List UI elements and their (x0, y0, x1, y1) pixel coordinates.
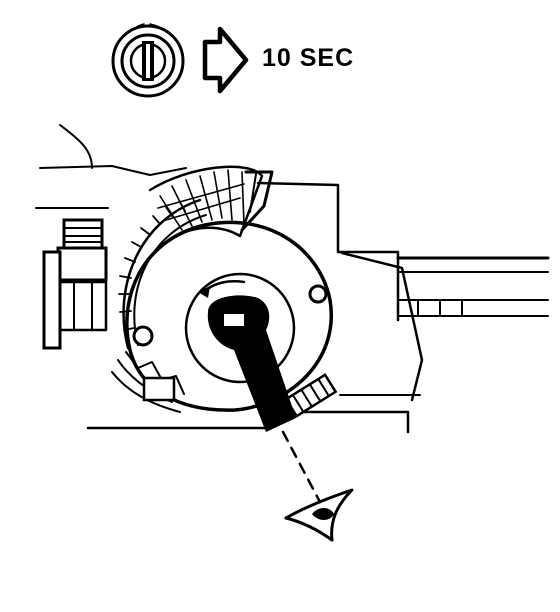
right-arrow-icon (202, 26, 249, 94)
device-assembly (35, 124, 550, 434)
indicator-pointer (207, 295, 296, 432)
eye-icon (284, 488, 354, 542)
sight-line (281, 430, 322, 504)
duration-label: 10 SEC (262, 44, 355, 72)
ignition-key-switch-icon (111, 23, 185, 98)
